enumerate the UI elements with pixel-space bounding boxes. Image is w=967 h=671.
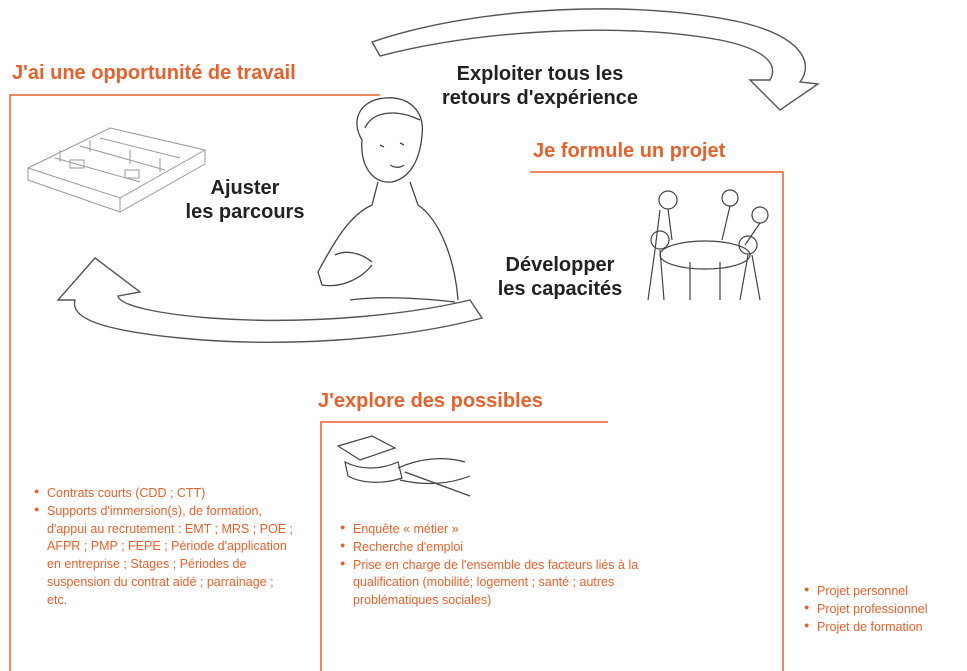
explore-list: Enquête « métier » Recherche d'emploi Pr… <box>340 521 640 610</box>
list-item: Contrats courts (CDD ; CTT) <box>34 485 296 503</box>
heading-project: Je formule un projet <box>533 140 726 162</box>
list-item: Projet professionnel <box>804 601 964 619</box>
office-plan-sketch <box>26 127 207 213</box>
top-cycle-arrow <box>370 8 820 111</box>
exploit-title: Exploiter tous les retours d'expérience <box>442 63 638 109</box>
list-item: Supports d'immersion(s), de formation, d… <box>34 503 296 610</box>
group-meeting-sketch <box>647 189 769 301</box>
woman-sketch <box>317 97 459 303</box>
develop-title: Développer les capacités <box>497 254 623 300</box>
opportunity-frame <box>9 94 380 671</box>
hands-writing-sketch <box>336 435 471 497</box>
opportunity-list: Contrats courts (CDD ; CTT) Supports d'i… <box>34 485 296 609</box>
bottom-cycle-arrow <box>56 257 484 343</box>
heading-explore: J'explore des possibles <box>318 390 543 412</box>
adjust-title: Ajuster les parcours <box>185 177 305 223</box>
list-item: Prise en charge de l'ensemble des facteu… <box>340 557 640 610</box>
list-item: Enquête « métier » <box>340 521 640 539</box>
list-item: Projet de formation <box>804 619 964 637</box>
project-frame <box>530 171 784 671</box>
list-item: Recherche d'emploi <box>340 539 640 557</box>
heading-opportunity: J'ai une opportunité de travail <box>12 62 296 84</box>
project-list: Projet personnel Projet professionnel Pr… <box>804 583 964 636</box>
explore-frame <box>320 421 608 671</box>
list-item: Projet personnel <box>804 583 964 601</box>
